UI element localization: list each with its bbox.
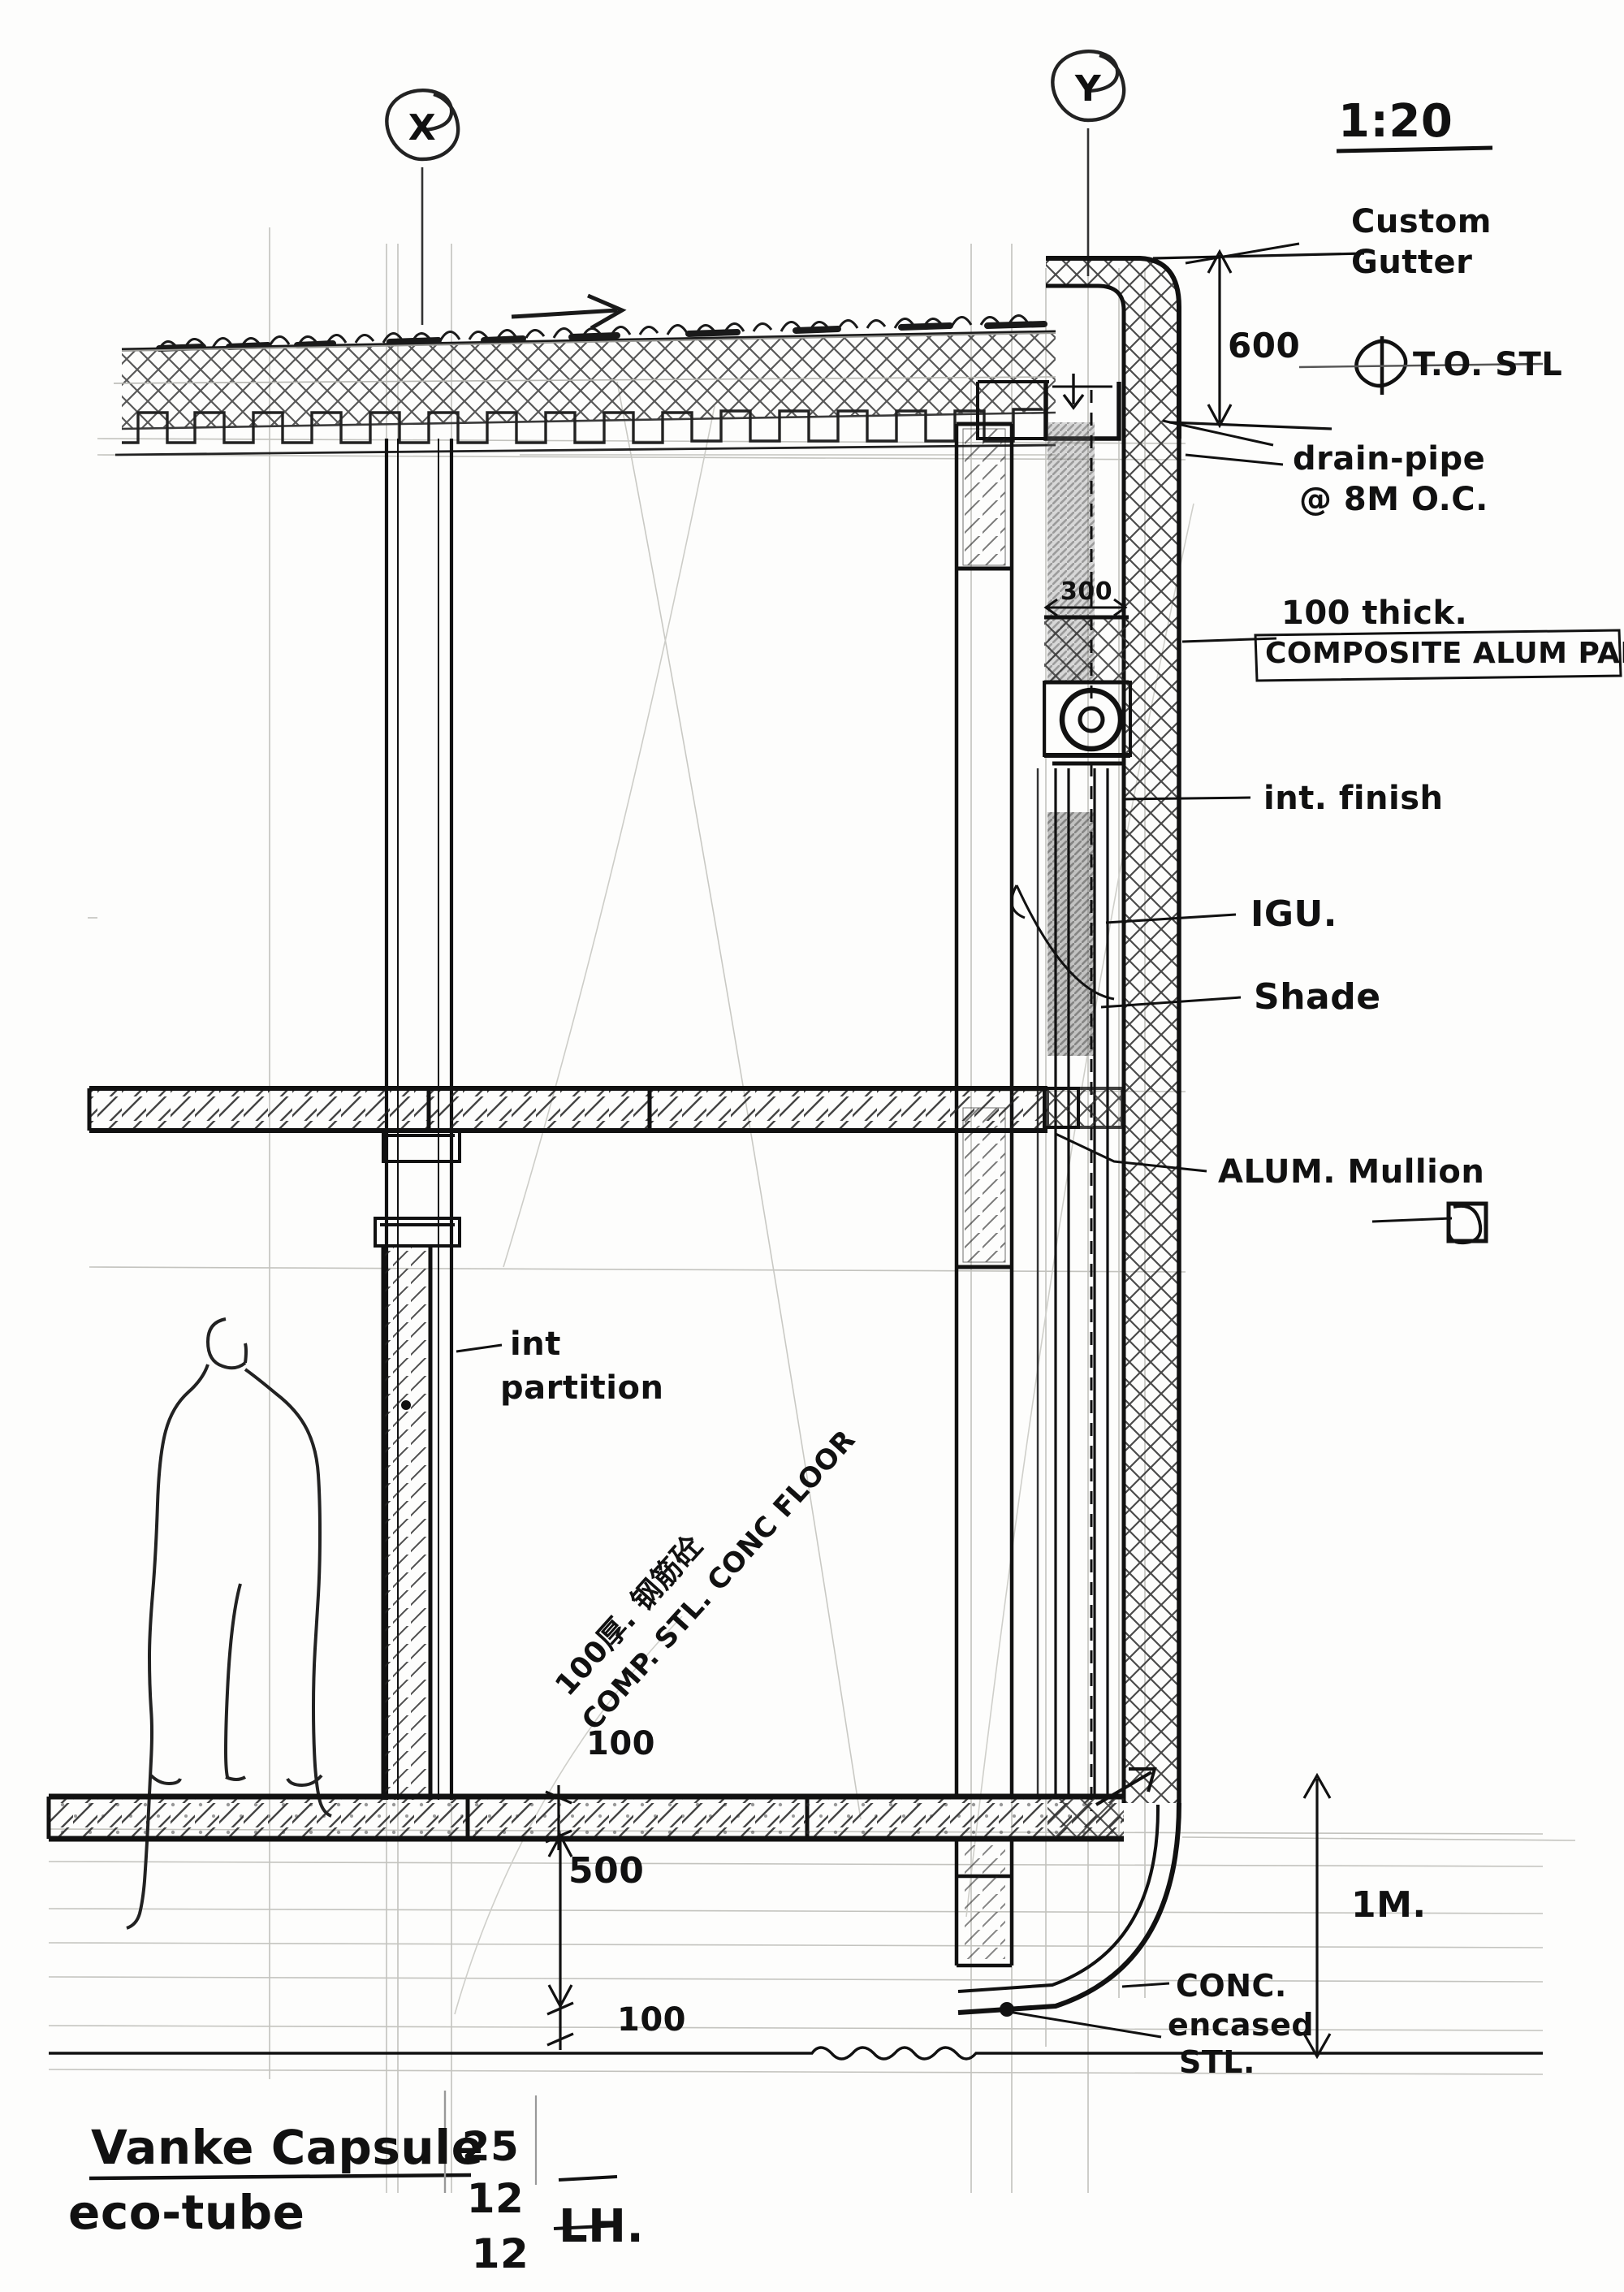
annotation-int-partition-line2: partition (500, 1369, 663, 1407)
gridline-label-x: X (408, 107, 436, 149)
mullion-section-icon (1371, 1201, 1488, 1245)
lower-floor-slab (46, 1767, 1543, 2061)
annotation-conc-line2: encased (1168, 2007, 1314, 2043)
annotation-custom-gutter-line1: Custom (1351, 203, 1492, 240)
date-year: 12 (472, 2230, 529, 2277)
igu-glazing (1054, 768, 1109, 1795)
annotation-drain-pipe-line1: drain-pipe (1293, 440, 1485, 478)
annotation-int-finish: int. finish (1263, 780, 1444, 817)
title-block (89, 2091, 621, 2230)
roof-deck (114, 408, 1056, 456)
leader-dot-partition (401, 1400, 411, 1410)
mid-floor-slab (87, 1086, 1124, 1163)
dimension-500: 500 (568, 1850, 644, 1892)
annotation-panel-thickness: 100 thick. (1281, 595, 1467, 632)
dimension-300: 300 (1060, 577, 1112, 606)
date-month: 12 (467, 2175, 525, 2222)
to-stl-level-symbol (1298, 336, 1544, 395)
annotation-composite-alum-panel: COMPOSITE ALUM PANEL (1265, 637, 1624, 670)
dim-1m-chain (1302, 1772, 1332, 2060)
spandrel-head-zone (1043, 390, 1132, 1811)
annotation-int-partition-line1: int (510, 1325, 561, 1363)
dimension-100-top: 100 (586, 1725, 655, 1762)
annotation-to-stl: T.O. STL (1413, 346, 1562, 383)
composite-alum-panel-section (1124, 439, 1179, 1803)
leader-dot-conc (1000, 2002, 1014, 2017)
dimension-chains (545, 249, 1365, 2060)
leader-curve-igu (1015, 884, 1115, 1001)
annotation-drain-pipe-line2: @ 8M O.C. (1299, 481, 1488, 518)
steel-structure (384, 422, 1014, 1800)
annotation-conc-line1: CONC. (1176, 1968, 1287, 2004)
dimension-1m: 1M. (1351, 1884, 1427, 1926)
facade-wall (1036, 390, 1181, 1811)
gridline-label-y: Y (1074, 68, 1102, 110)
date-day: 25 (462, 2123, 520, 2170)
gridline-bubble-x: X (385, 89, 460, 325)
int-partition-wall (374, 1217, 461, 1800)
annotation-panel-box (1254, 629, 1622, 682)
roof-slope-arrow (511, 293, 627, 331)
leader-lines (456, 242, 1300, 2039)
annotation-conc-line3: STL. (1179, 2044, 1255, 2080)
annotation-alum-mullion: ALUM. Mullion (1218, 1153, 1484, 1191)
annotation-custom-gutter-line2: Gutter (1351, 244, 1472, 281)
dimension-600: 600 (1228, 326, 1300, 365)
scale-figure (126, 1317, 332, 1930)
ground-line (49, 2046, 1543, 2061)
title-line-2: eco-tube (68, 2185, 305, 2240)
dimension-100-bottom: 100 (617, 2001, 686, 2039)
dim-600-chain (1152, 249, 1365, 430)
gridline-bubble-y: Y (1051, 50, 1126, 276)
roof-assembly (113, 293, 1056, 456)
annotation-igu: IGU. (1250, 893, 1337, 935)
annotation-shade: Shade (1254, 976, 1381, 1018)
rounded-soffit-corner (957, 1802, 1181, 2015)
scale-note (1336, 145, 1493, 154)
author-initials: LH. (559, 2200, 644, 2253)
dim-500-chain (546, 1832, 574, 2050)
title-line-1: Vanke Capsule (91, 2120, 483, 2175)
roof-ballast (121, 314, 1056, 352)
scale-note-label: 1:20 (1338, 95, 1453, 148)
roof-insulation (122, 333, 1056, 429)
